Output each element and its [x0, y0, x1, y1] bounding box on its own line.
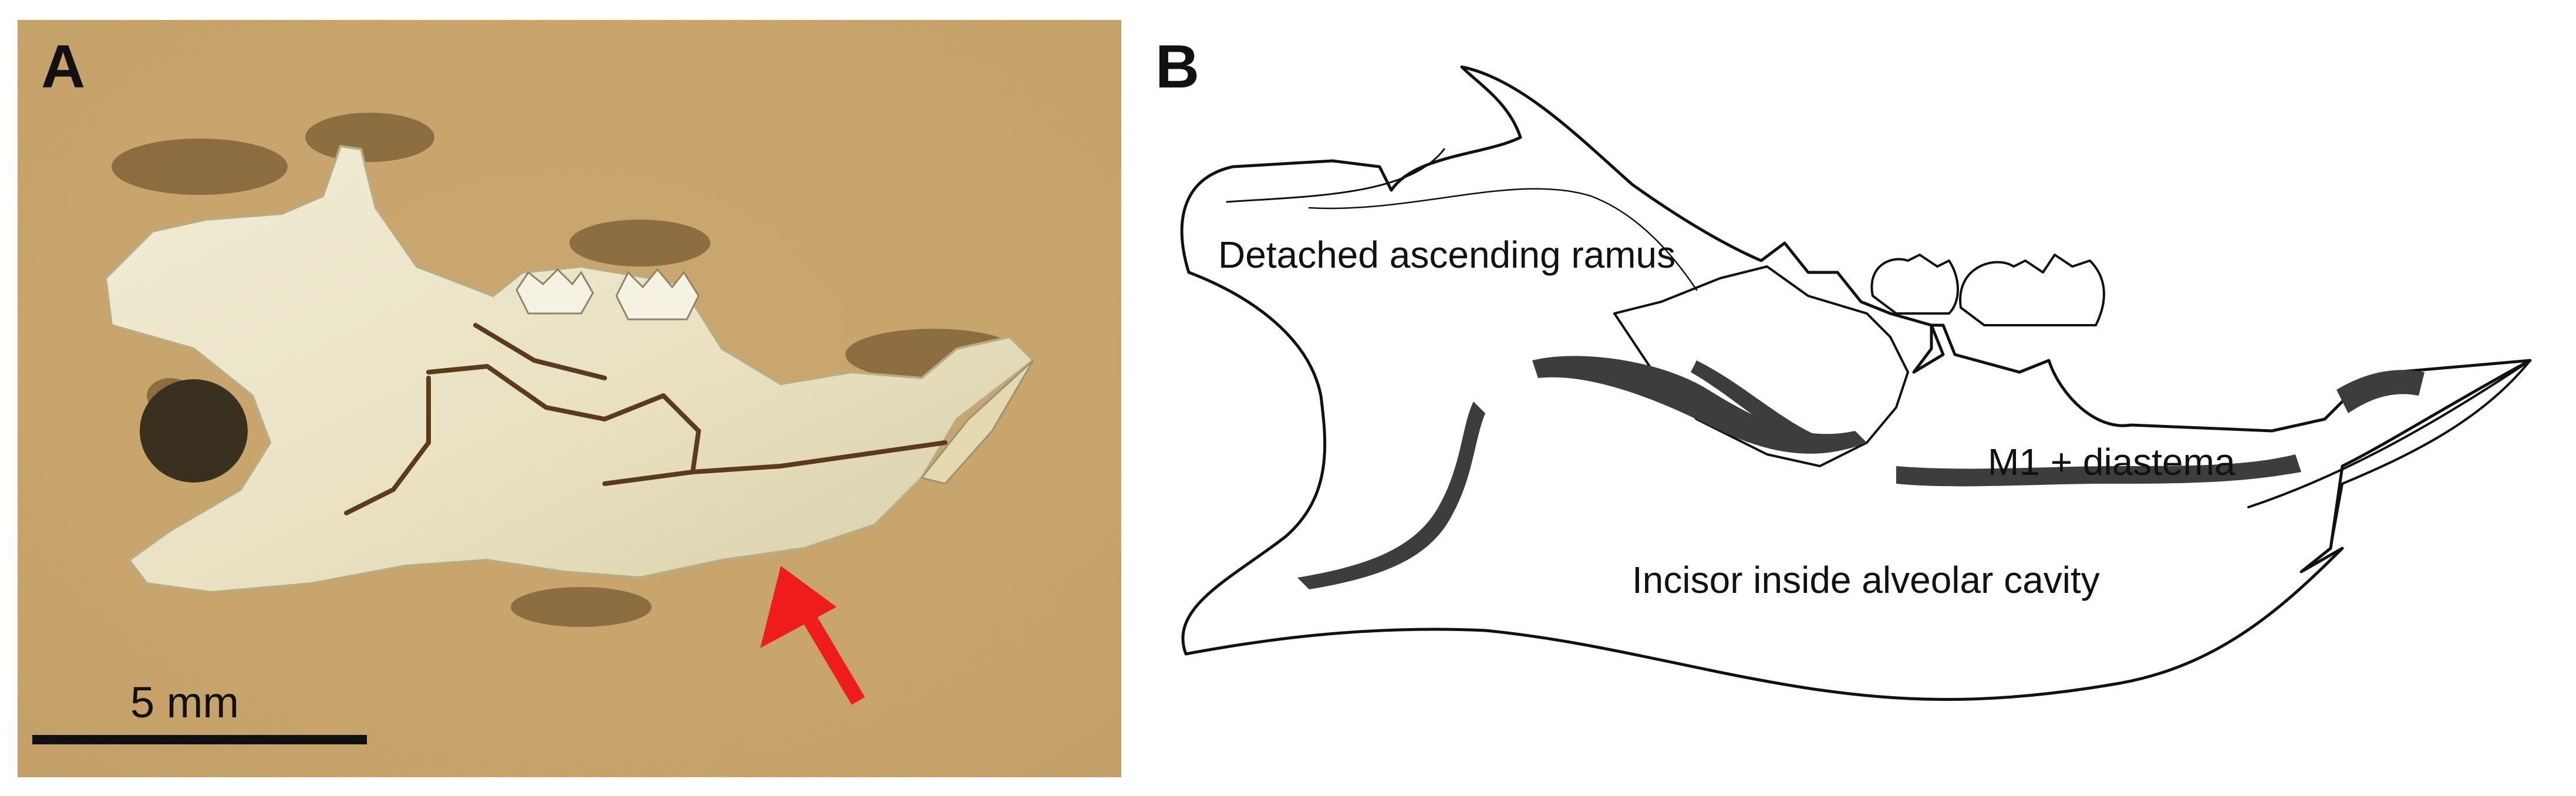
label-m1-diastema: M1 + diastema [1988, 441, 2236, 483]
dark-root-fills [1297, 356, 2425, 589]
ramus-inner-line [1226, 148, 1445, 203]
scale-bar-label: 5 mm [130, 678, 239, 727]
fossil-photo-panel [18, 20, 1121, 777]
red-arrow [760, 566, 865, 705]
mandible-outline [1180, 65, 2532, 701]
panel-letter-b: B [1155, 33, 1200, 101]
label-incisor-alveolar-cavity: Incisor inside alveolar cavity [1632, 559, 2100, 601]
molar-crown [1959, 254, 2105, 326]
incisor-outline [2247, 359, 2531, 549]
dark-foramen [140, 379, 248, 483]
mandible-drawing-panel [1133, 20, 2565, 777]
ramus-crease [1308, 188, 1698, 291]
premolar-crown [1870, 254, 1959, 315]
label-detached-ascending-ramus: Detached ascending ramus [1218, 234, 1676, 276]
ramus-detached-piece [1613, 265, 1909, 467]
incisor-tip [920, 359, 1034, 485]
scale-bar [32, 735, 367, 744]
bone-cracks [344, 323, 948, 515]
panel-letter-a: A [41, 33, 86, 101]
molar-teeth [515, 268, 700, 321]
